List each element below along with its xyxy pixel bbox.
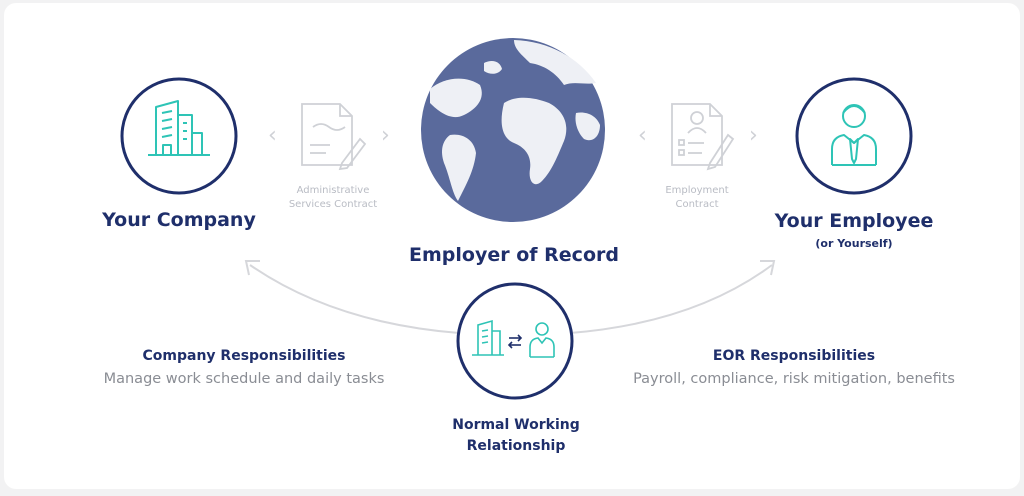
chevron-left-icon: ‹ (268, 123, 277, 148)
company-responsibilities-title: Company Responsibilities (142, 348, 346, 364)
building-icon (148, 100, 210, 156)
diagram-graphics (120, 38, 913, 400)
small-person-icon (529, 322, 555, 358)
small-building-icon (472, 319, 504, 356)
relationship-circle (456, 282, 574, 400)
arc-to-company (249, 264, 460, 334)
employee-subtitle: (or Yourself) (815, 237, 893, 250)
relationship-label-line2: Relationship (466, 438, 566, 454)
chevron-left-icon: ‹ (638, 123, 647, 148)
company-responsibilities-text: Manage work schedule and daily tasks (103, 371, 385, 387)
admin-contract-label: Administrative Services Contract (268, 184, 398, 212)
chevron-right-icon: › (381, 123, 390, 148)
employee-circle (795, 77, 913, 195)
employee-icon (831, 104, 877, 166)
chevron-right-icon: › (749, 123, 758, 148)
employee-title: Your Employee (774, 210, 934, 232)
arc-to-employee (569, 264, 773, 334)
employment-contract-line2: Contract (675, 199, 719, 210)
eor-title: Employer of Record (409, 244, 619, 266)
admin-contract-line2: Services Contract (288, 199, 378, 210)
company-title: Your Company (102, 209, 256, 231)
employment-contract-label: Employment Contract (632, 184, 762, 212)
arrowhead-employee (760, 260, 776, 276)
arrowhead-company (244, 260, 260, 276)
contract-person-icon (671, 103, 735, 171)
eor-responsibilities-text: Payroll, compliance, risk mitigation, be… (633, 371, 955, 387)
employment-contract-line1: Employment (665, 185, 729, 196)
admin-contract-line1: Administrative (296, 185, 370, 196)
exchange-arrows-icon (507, 334, 523, 349)
relationship-label: Normal Working Relationship (416, 415, 616, 457)
eor-diagram: ‹ › ‹ › Administrative Services Contract… (4, 3, 1020, 489)
relationship-label-line1: Normal Working (452, 417, 580, 433)
globe-land (430, 40, 600, 201)
eor-responsibilities-title: EOR Responsibilities (712, 348, 876, 364)
contract-handshake-icon (301, 103, 367, 171)
